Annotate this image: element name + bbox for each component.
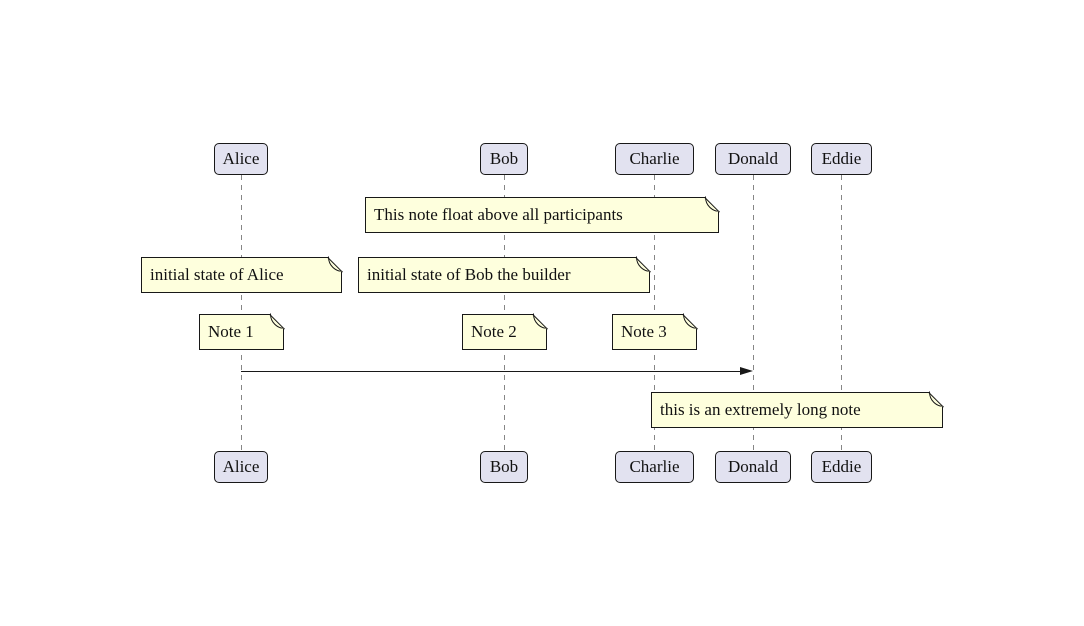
note-1: Note 1: [199, 313, 285, 350]
participant-charlie-bottom: Charlie: [615, 451, 694, 483]
note-2: Note 2: [462, 313, 548, 350]
lifeline-alice: [240, 175, 242, 451]
note-long: this is an extremely long note: [651, 391, 944, 428]
note-alice-state-text: initial state of Alice: [150, 265, 284, 284]
participant-bob-top: Bob: [480, 143, 528, 175]
note-bob-state: initial state of Bob the builder: [358, 256, 651, 293]
note-3: Note 3: [612, 313, 698, 350]
arrow-head-icon: [740, 366, 753, 375]
note-floating: This note float above all participants: [365, 196, 720, 233]
note-fold-icon: [327, 256, 343, 272]
participant-alice-bottom: Alice: [214, 451, 268, 483]
participant-donald-top: Donald: [715, 143, 791, 175]
note-floating-text: This note float above all participants: [374, 205, 623, 224]
note-1-text: Note 1: [208, 322, 254, 341]
lifeline-bob: [503, 175, 505, 451]
note-3-text: Note 3: [621, 322, 667, 341]
lifeline-charlie: [654, 175, 655, 451]
participant-eddie-bottom: Eddie: [811, 451, 872, 483]
note-fold-icon: [635, 256, 651, 272]
lifeline-eddie: [841, 175, 842, 451]
lifeline-donald: [752, 175, 754, 451]
note-bob-state-text: initial state of Bob the builder: [367, 265, 571, 284]
note-fold-icon: [704, 196, 720, 212]
note-2-text: Note 2: [471, 322, 517, 341]
participant-alice-top: Alice: [214, 143, 268, 175]
note-fold-icon: [269, 313, 285, 329]
participant-eddie-top: Eddie: [811, 143, 872, 175]
note-long-text: this is an extremely long note: [660, 400, 861, 419]
sequence-diagram: Alice Bob Charlie Donald Eddie Alice Bob…: [140, 143, 944, 484]
participant-bob-bottom: Bob: [480, 451, 528, 483]
note-fold-icon: [532, 313, 548, 329]
note-alice-state: initial state of Alice: [141, 256, 343, 293]
participant-donald-bottom: Donald: [715, 451, 791, 483]
arrow-line: [241, 370, 743, 372]
note-fold-icon: [682, 313, 698, 329]
note-fold-icon: [928, 391, 944, 407]
participant-charlie-top: Charlie: [615, 143, 694, 175]
